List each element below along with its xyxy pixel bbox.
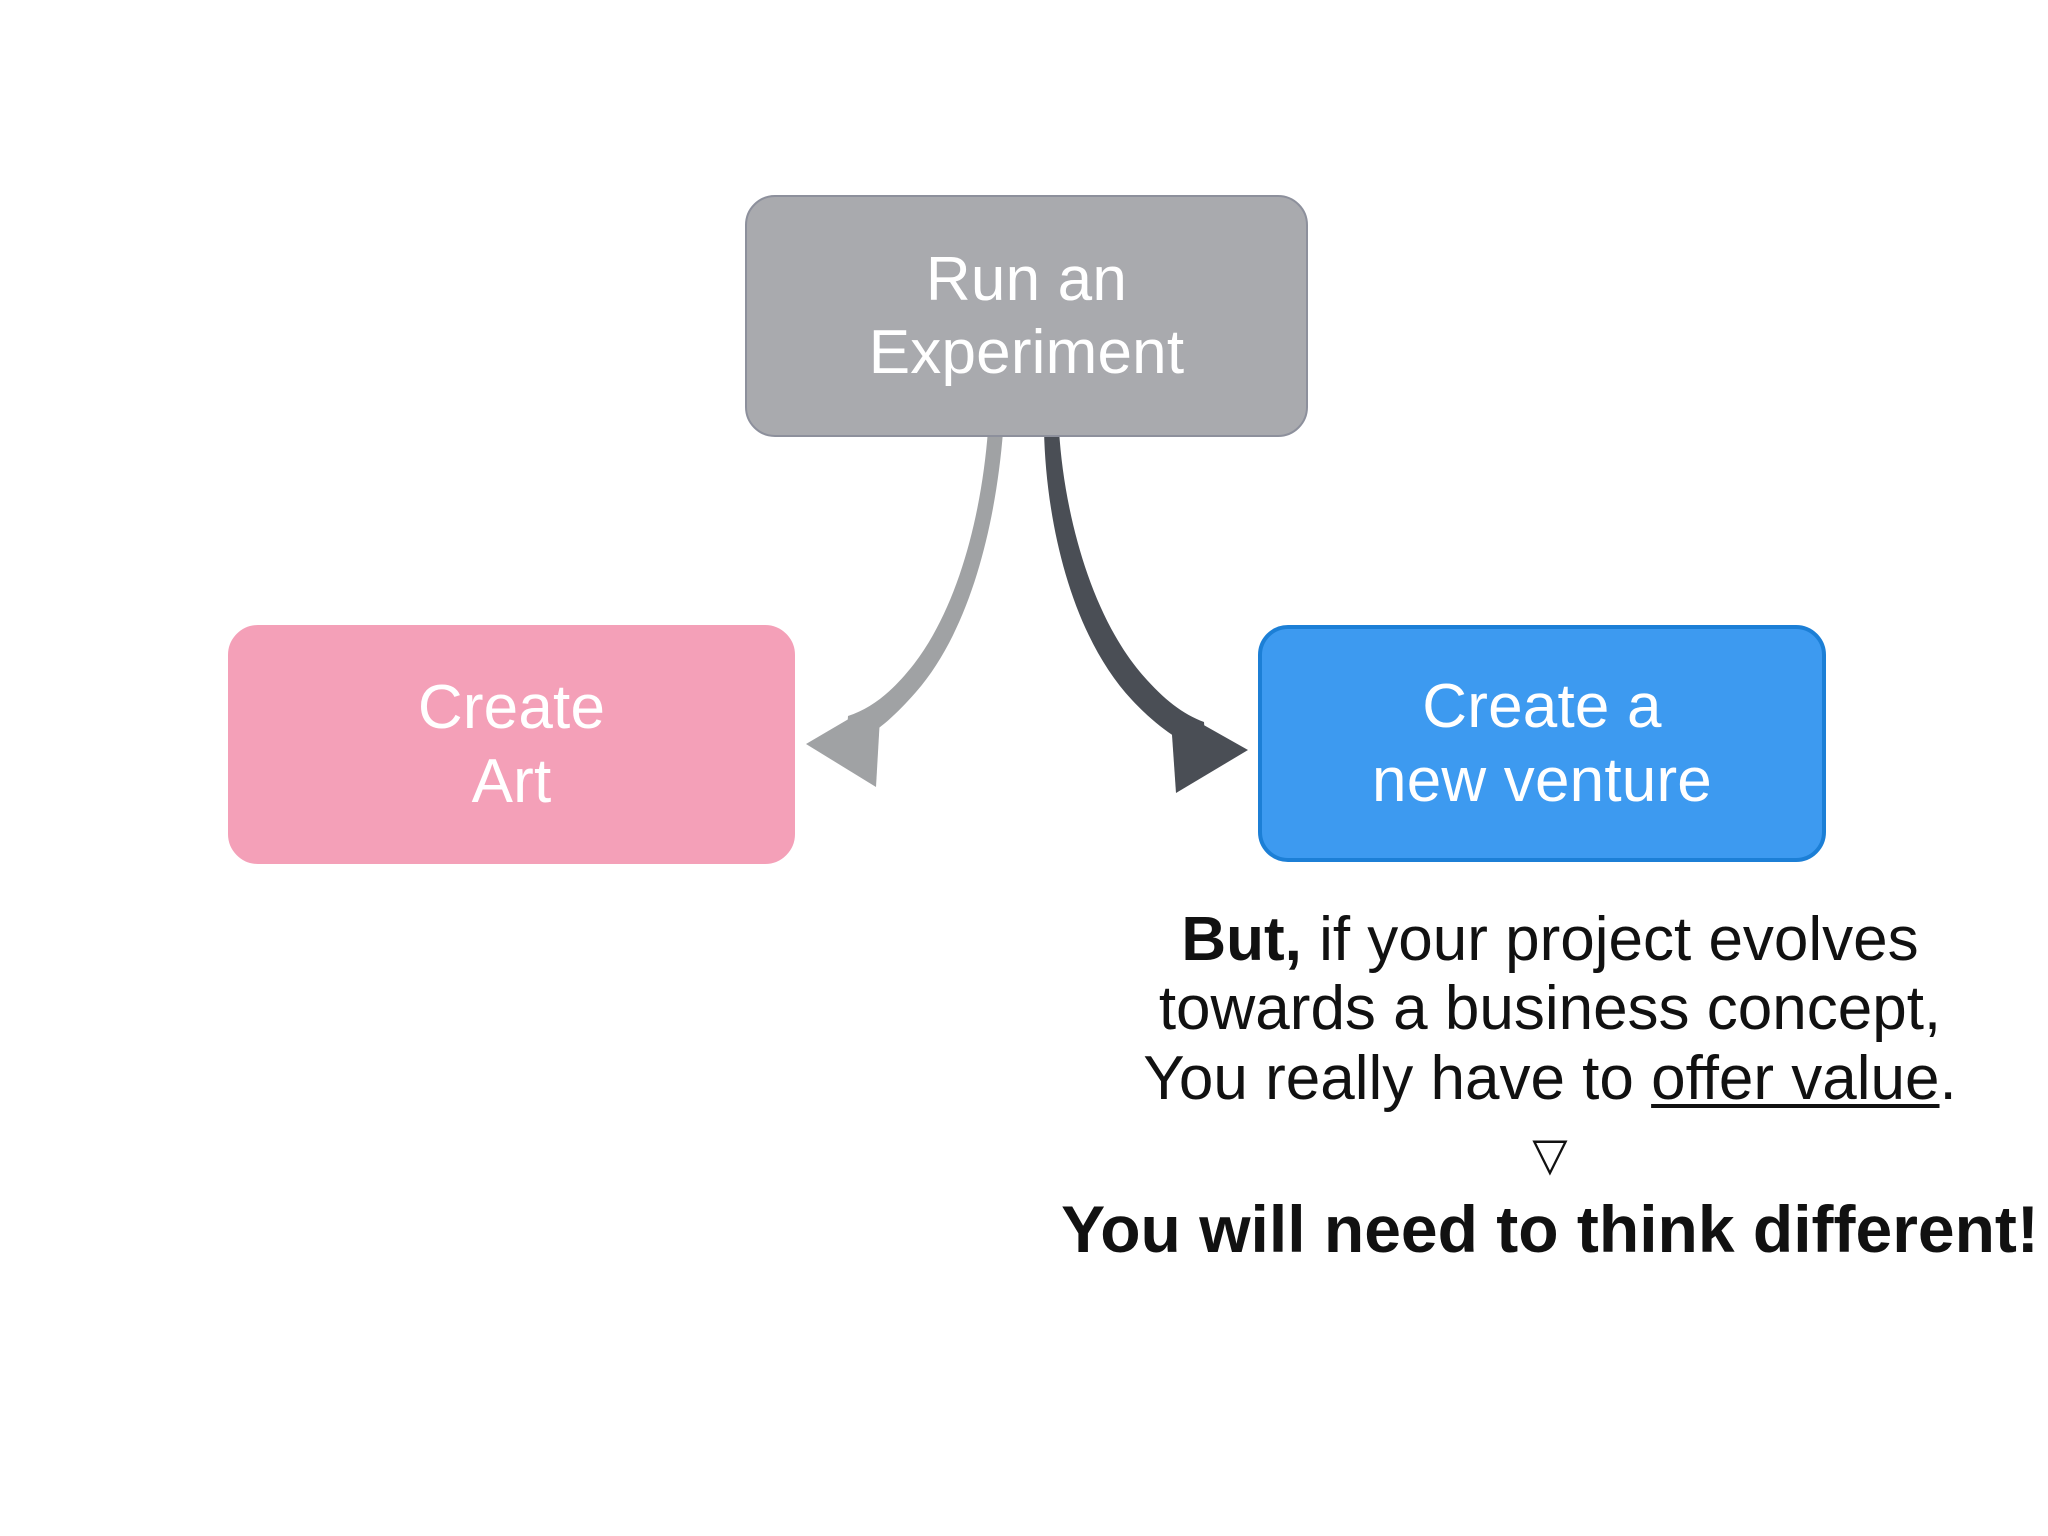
- edge-experiment-to-venture-arrowhead: [1170, 706, 1248, 793]
- node-run-an-experiment[interactable]: Run an Experiment: [745, 195, 1308, 437]
- caption-block: But, if your project evolves towards a b…: [1060, 905, 2040, 1267]
- down-triangle-icon: ▽: [1532, 1128, 1568, 1181]
- node-create-art-label-line2: Art: [471, 746, 552, 816]
- caption-line-3-before: You really have to: [1143, 1043, 1652, 1113]
- node-run-an-experiment-label-line1: Run an: [925, 244, 1128, 314]
- node-create-a-new-venture[interactable]: Create a new venture: [1258, 625, 1826, 862]
- caption-line-3: You really have to offer value.: [1060, 1044, 2040, 1113]
- caption-line-1-bold: But,: [1181, 905, 1302, 974]
- edge-experiment-to-venture-shaft: [1044, 430, 1206, 752]
- node-create-art-label-line1: Create: [417, 673, 606, 743]
- caption-line-3-after: .: [1939, 1043, 1957, 1113]
- caption-line-1-rest: if your project evolves: [1301, 905, 1919, 974]
- node-create-a-new-venture-label-line1: Create a: [1422, 672, 1662, 742]
- node-run-an-experiment-label-line2: Experiment: [868, 318, 1185, 387]
- edge-experiment-to-art: [806, 430, 1003, 787]
- node-create-a-new-venture-label-line2: new venture: [1372, 745, 1712, 815]
- edge-experiment-to-art-arrowhead: [806, 700, 881, 787]
- caption-line-1: But, if your project evolves: [1060, 905, 2040, 974]
- node-create-art[interactable]: Create Art: [228, 625, 795, 864]
- caption-offer-value-emphasis: offer value: [1651, 1043, 1940, 1113]
- edge-experiment-to-art-shaft: [846, 430, 1003, 746]
- edge-experiment-to-venture: [1044, 430, 1248, 793]
- caption-line-2: towards a business concept,: [1158, 974, 1942, 1044]
- caption-conclusion: You will need to think different!: [1061, 1192, 2039, 1267]
